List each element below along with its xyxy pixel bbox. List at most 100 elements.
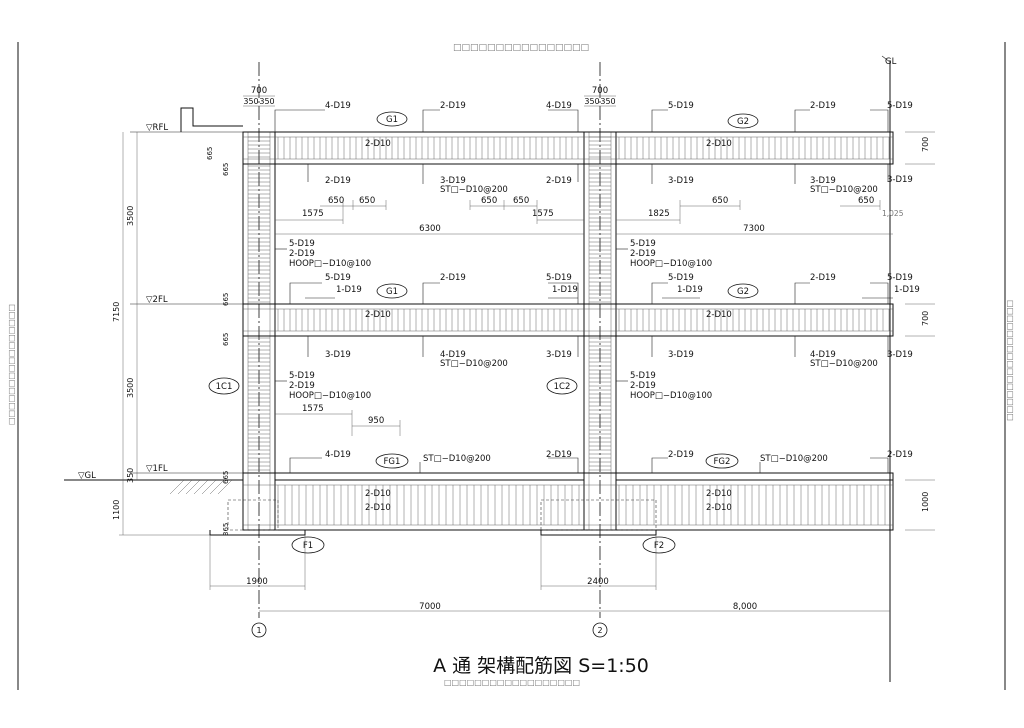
ground-hatch [169, 479, 233, 495]
parapet [180, 107, 243, 132]
dim-1575-c: 1575 [302, 404, 324, 414]
fg-rebar-leaders [289, 457, 889, 473]
label-1c1: 1C1 [216, 382, 233, 392]
drawing-title: A 通 架構配筋図 S=1:50 [433, 655, 649, 677]
rebar-roof-top-l2: 5-D19 [668, 101, 694, 111]
dim-665-c: 665 [222, 293, 230, 306]
dim-1825: 1825 [648, 209, 670, 219]
dim-650-a: 650 [328, 196, 344, 206]
header-mark: □□□□□□□□□□□□□□□□ [453, 43, 589, 53]
bubble-g2-2f [727, 283, 759, 299]
col1-half-a: 350 [243, 97, 258, 106]
label-fg1: FG1 [384, 457, 401, 467]
dim-3500-top: 3500 [126, 206, 135, 226]
beam-depth-fg: 1000 [921, 492, 930, 512]
label-g1-2f: G1 [386, 287, 398, 297]
foundation-beam [242, 472, 894, 531]
rebar-roof-st1: ST□−D10@200 [440, 185, 508, 195]
rebar-roof-web2: 2-D10 [706, 139, 732, 149]
dim-650-f: 650 [858, 196, 874, 206]
rfl-label: ▽RFL [146, 123, 168, 133]
col1-upper-hoop: HOOP□−D10@100 [289, 259, 371, 269]
bubble-fg2 [705, 453, 739, 469]
rebar-2f-bot-l1: 3-D19 [325, 350, 351, 360]
rebar-2f-top-r1: 5-D19 [546, 273, 572, 283]
rebar-2f-add-l2: 1-D19 [677, 285, 703, 295]
rebar-roof-bot-r2: 3-D19 [887, 175, 913, 185]
dim-1025: 1,025 [882, 209, 904, 218]
rebar-roof-top-l1: 4-D19 [325, 101, 351, 111]
rebar-fg-top-r2: 2-D19 [887, 450, 913, 460]
rebar-2f-st1: ST□−D10@200 [440, 359, 508, 369]
rebar-fg-top-l2: 2-D19 [668, 450, 694, 460]
f1-width: 1900 [246, 577, 268, 587]
stirrup-lines [248, 136, 890, 525]
dim-1575-a: 1575 [302, 209, 324, 219]
bubble-fg1 [375, 453, 409, 469]
side-mark-left: □□□□□□□□□□□□□□□□ [7, 304, 16, 425]
dim-950: 950 [368, 416, 384, 426]
bubble-g1-2f [376, 283, 408, 299]
col1-upper-main: 5-D19 [289, 239, 315, 249]
axis-bubble-1 [251, 622, 267, 638]
label-g2-roof: G2 [737, 117, 749, 127]
col2-lower-hoop: HOOP□−D10@100 [630, 391, 712, 401]
col2-half-a: 350 [584, 97, 599, 106]
axis-label-1: 1 [256, 626, 261, 635]
footer-mark: □□□□□□□□□□□□□□□□□□ [444, 678, 580, 687]
f2-width: 2400 [587, 577, 609, 587]
rebar-fg-web2b: 2-D10 [706, 503, 732, 513]
dim-1575-b: 1575 [532, 209, 554, 219]
bubble-f2 [642, 536, 676, 554]
bubble-1c2 [546, 377, 578, 395]
rebar-fg-st2: ST□−D10@200 [760, 454, 828, 464]
rebar-roof-top-m2: 2-D19 [810, 101, 836, 111]
rebar-2f-st2: ST□−D10@200 [810, 359, 878, 369]
footing-f1 [209, 530, 306, 536]
rebar-2f-bot-l2: 3-D19 [668, 350, 694, 360]
footing-f1-outline [227, 499, 279, 531]
dim-650-d: 650 [513, 196, 529, 206]
rebar-fg-top-r1: 2-D19 [546, 450, 572, 460]
col2-lower-main: 5-D19 [630, 371, 656, 381]
rebar-roof-top-r1: 4-D19 [546, 101, 572, 111]
rebar-roof-bot-r1: 2-D19 [546, 176, 572, 186]
grid-dim-1: 7000 [419, 602, 441, 612]
dim-665-a: 665 [206, 147, 214, 160]
bubble-g1-roof [376, 111, 408, 127]
beam-depth-roof: 700 [921, 137, 930, 152]
upper-span-dims [275, 200, 893, 235]
1fl-label: ▽1FL [146, 464, 168, 474]
roof-rebar-leaders [274, 109, 889, 184]
rebar-2f-bot-m2: 4-D19 [810, 350, 836, 360]
rebar-fg-web2a: 2-D10 [706, 489, 732, 499]
rebar-roof-top-m1: 2-D19 [440, 101, 466, 111]
rebar-roof-bot-l2: 3-D19 [668, 176, 694, 186]
gl-leader [881, 55, 891, 63]
rebar-2f-top-m1: 2-D19 [440, 273, 466, 283]
rebar-roof-bot-l1: 2-D19 [325, 176, 351, 186]
rebar-roof-bot-m1: 3-D19 [440, 176, 466, 186]
rebar-2f-top-m2: 2-D19 [810, 273, 836, 283]
dim-3500-bot: 3500 [126, 378, 135, 398]
col2-upper-sub: 2-D19 [630, 249, 656, 259]
label-g2-2f: G2 [737, 287, 749, 297]
dim-665-b: 665 [222, 163, 230, 176]
dim-1100: 1100 [112, 500, 121, 520]
col1-lower-sub: 2-D19 [289, 381, 315, 391]
dim-650-b: 650 [359, 196, 375, 206]
col2-width: 700 [592, 86, 608, 96]
rebar-2f-bot-r1: 3-D19 [546, 350, 572, 360]
col2-upper-hoop: HOOP□−D10@100 [630, 259, 712, 269]
dim-665-d: 665 [222, 333, 230, 346]
rebar-fg-web1b: 2-D10 [365, 503, 391, 513]
rebar-2f-top-l1: 5-D19 [325, 273, 351, 283]
rebar-roof-web1: 2-D10 [365, 139, 391, 149]
rebar-fg-web1a: 2-D10 [365, 489, 391, 499]
gl-left-label: ▽GL [78, 471, 96, 481]
rebar-2f-add-r2: 1-D19 [894, 285, 920, 295]
rebar-roof-bot-m2: 3-D19 [810, 176, 836, 186]
dim-span-2: 7300 [743, 224, 765, 234]
